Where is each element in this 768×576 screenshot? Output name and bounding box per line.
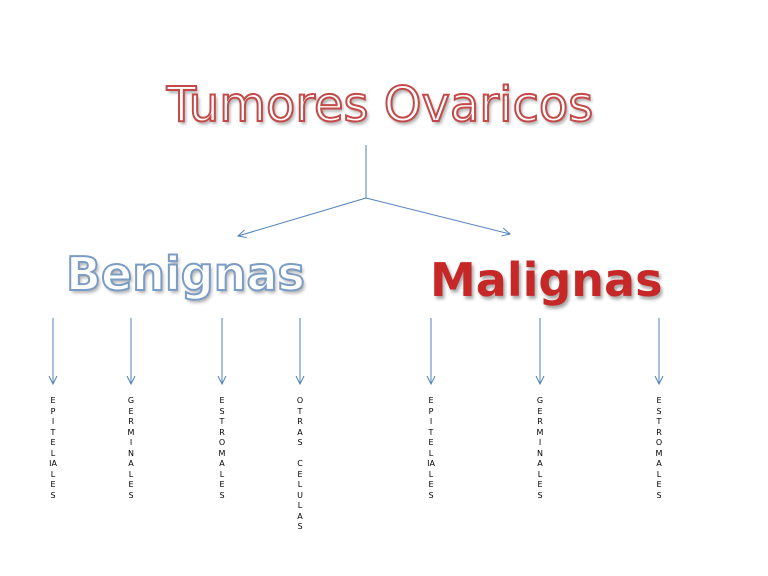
label-malign-germinales: G E R M I N A L E S: [536, 396, 544, 500]
diagram-title: Tumores Ovaricos: [166, 76, 595, 134]
label-benign-epiteliales: E P I T E L IA L E S: [49, 396, 57, 500]
arrow-to-malignas: [365, 197, 510, 234]
heading-benignas: Benignas: [65, 246, 306, 302]
arrow-to-benignas: [238, 197, 367, 236]
label-benign-otras-celulas: O T R A S C E L U L A S: [296, 396, 304, 531]
heading-malignas: Malignas: [430, 253, 663, 307]
label-benign-germinales: G E R M I N A L E S: [127, 396, 135, 500]
label-malign-estromales: E S T R O M A L E S: [655, 396, 663, 500]
label-benign-estromales: E S T R O M A L E S: [218, 396, 226, 500]
label-malign-epiteliales: E P I T E L IA L E S: [427, 396, 435, 500]
